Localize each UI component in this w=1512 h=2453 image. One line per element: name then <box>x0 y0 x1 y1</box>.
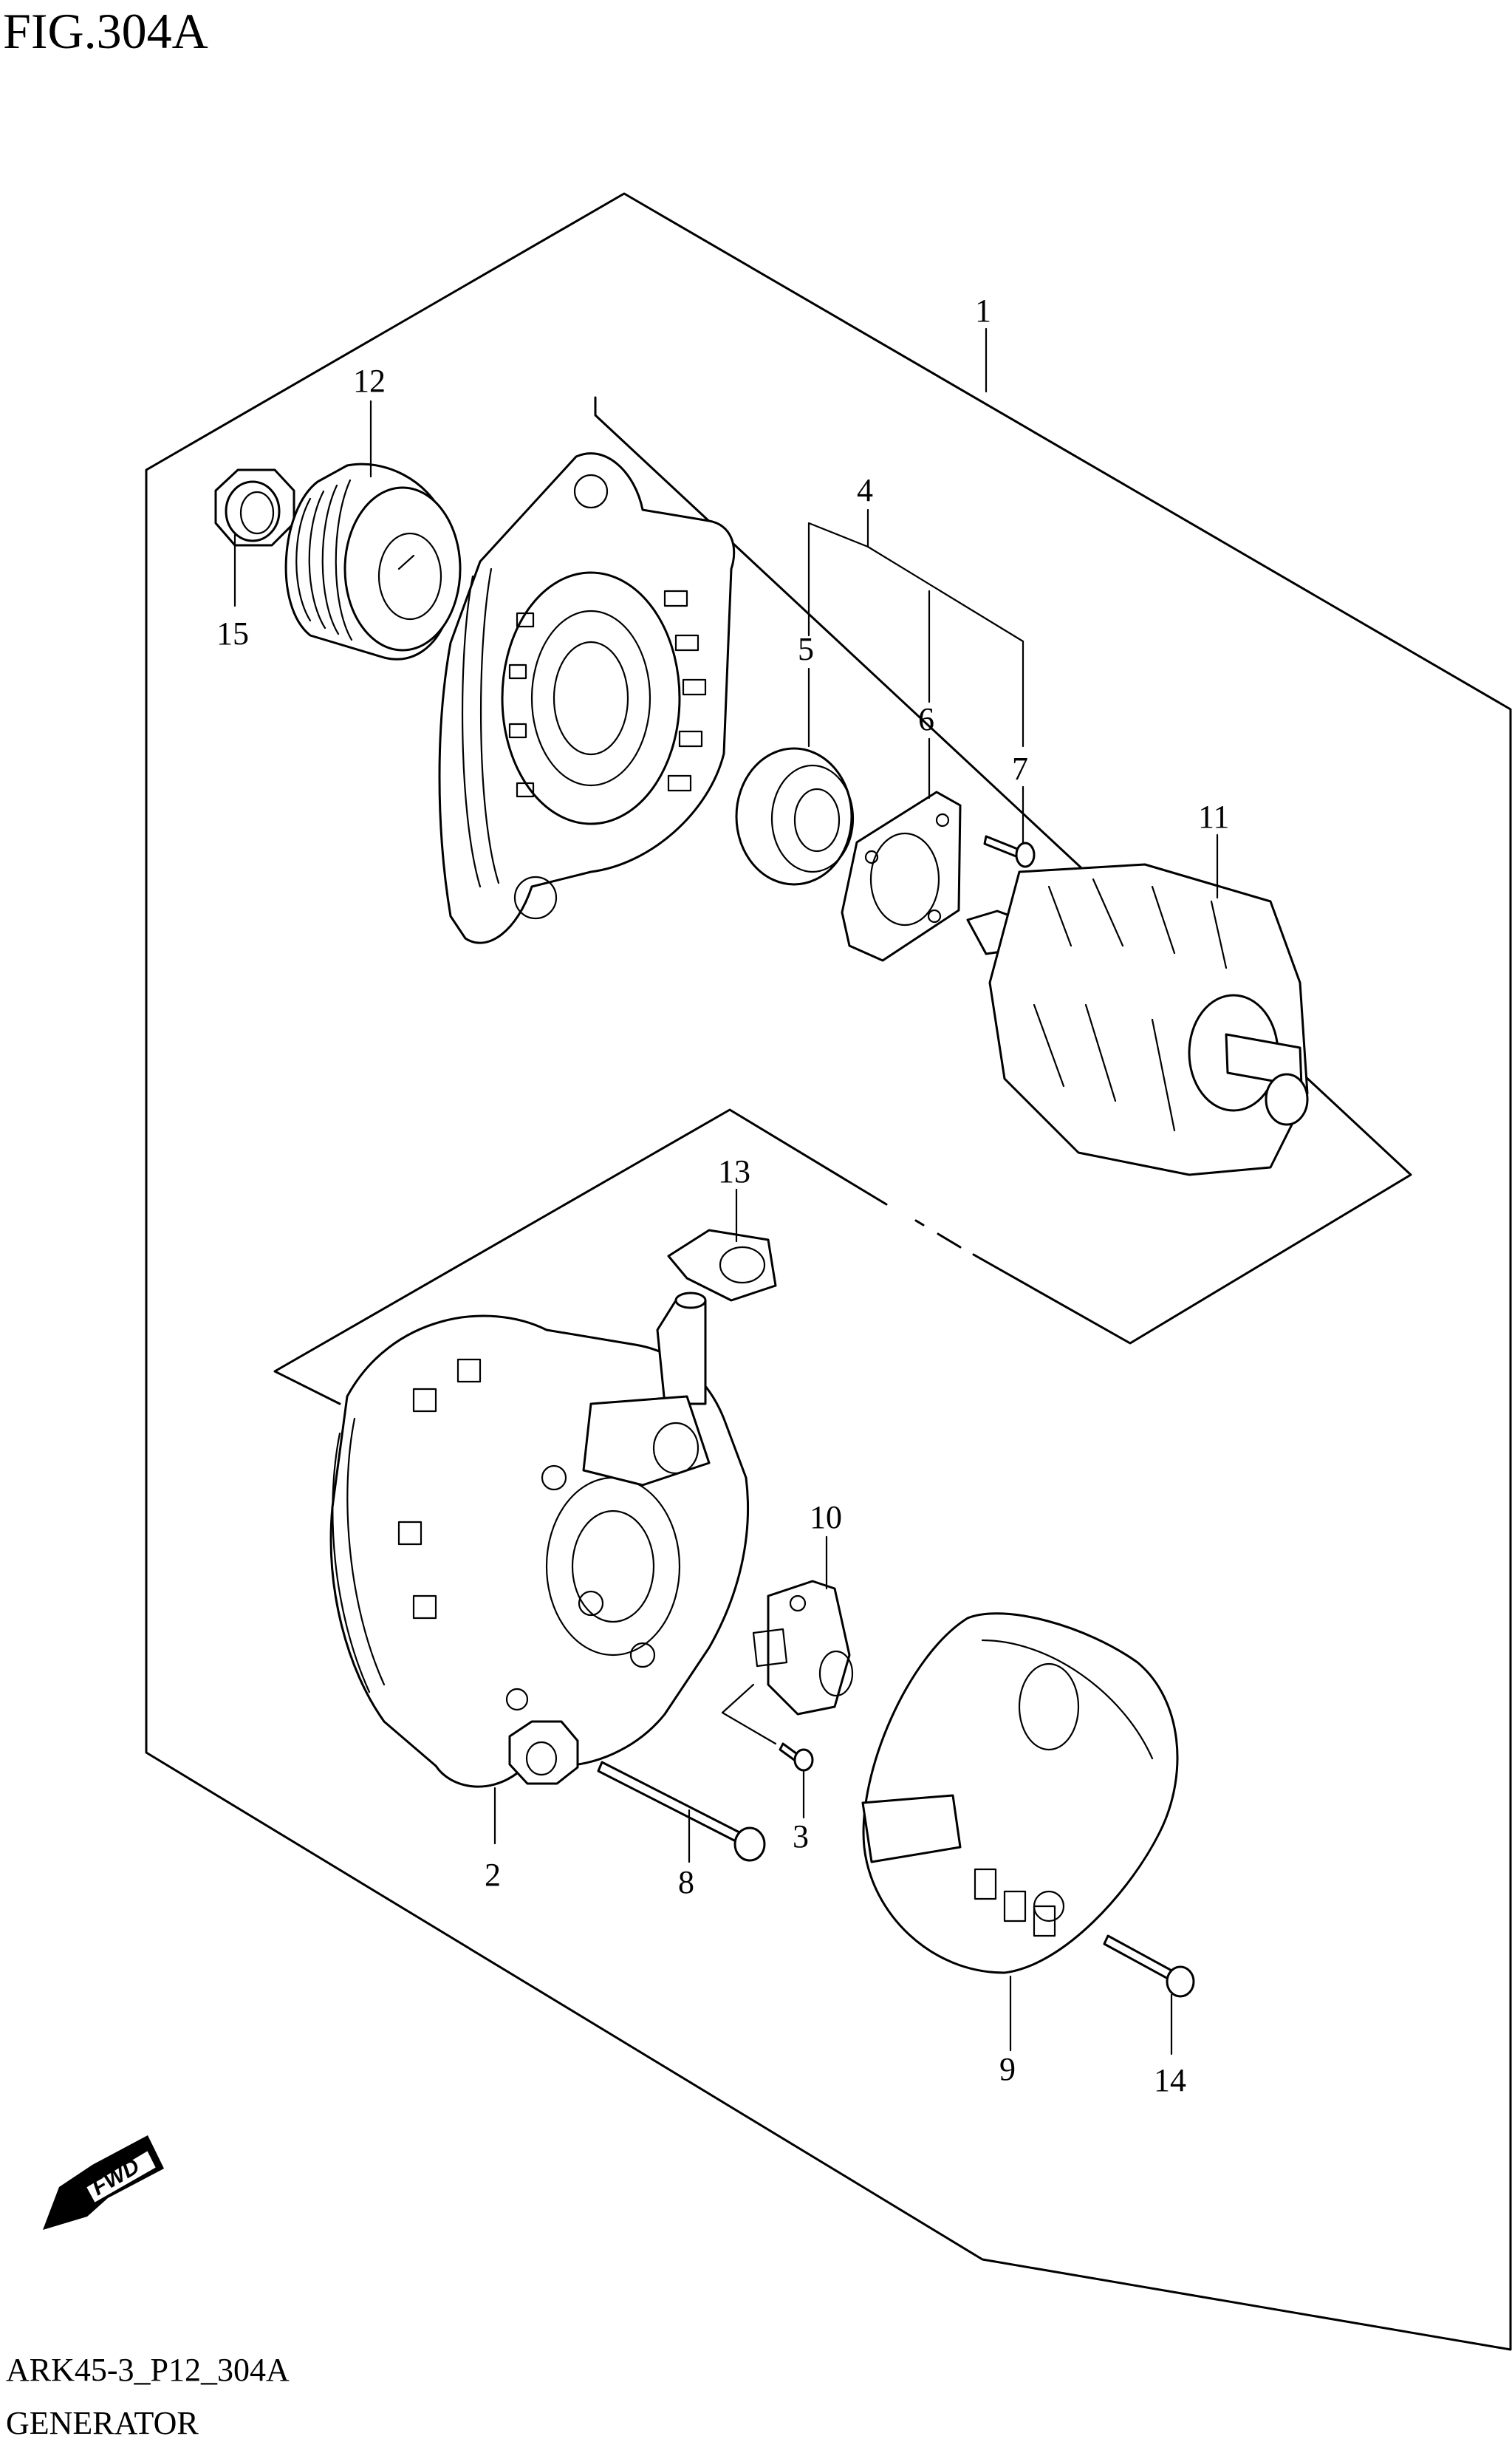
callout-14: 14 <box>1154 2062 1186 2098</box>
regulator-part-10 <box>752 1580 854 1716</box>
screw-part-3 <box>779 1742 814 1772</box>
callout-13: 13 <box>718 1153 750 1190</box>
assembly-outline <box>145 192 1512 2351</box>
rear-frame-part-2 <box>329 1292 750 1788</box>
leader-lines <box>233 327 1219 2055</box>
callout-7: 7 <box>1012 751 1028 787</box>
callout-1: 1 <box>975 293 991 329</box>
screw-part-14 <box>1103 1934 1195 1998</box>
callout-10: 10 <box>810 1499 842 1535</box>
callout-4: 4 <box>857 472 873 508</box>
callout-6: 6 <box>918 701 934 737</box>
rear-cover-part-9 <box>861 1612 1179 1974</box>
figure-title: FIG.304A <box>3 3 208 59</box>
brush-holder-part-13 <box>667 1229 777 1302</box>
fwd-arrow-icon: FWD <box>43 2135 164 2230</box>
drawing-code: ARK45-3_P12_304A <box>6 2352 290 2388</box>
rotor-part-11 <box>966 863 1309 1176</box>
drive-end-frame <box>438 452 736 944</box>
through-bolt-part-8 <box>597 1761 766 1862</box>
callout-2: 2 <box>485 1857 501 1893</box>
callout-12: 12 <box>353 363 386 399</box>
retainer-plate-part-6 <box>841 791 962 962</box>
callout-8: 8 <box>678 1864 694 1900</box>
upper-bracket <box>594 396 1412 1345</box>
callout-5: 5 <box>798 631 814 667</box>
pulley-part-12 <box>284 463 462 661</box>
callout-3: 3 <box>793 1818 809 1855</box>
screw-part-7 <box>983 835 1036 868</box>
callout-15: 15 <box>216 615 249 652</box>
upper-bracket-dash <box>937 1232 962 1249</box>
bracket-part-3 <box>721 1683 777 1745</box>
upper-bracket-dash-2 <box>914 1219 925 1226</box>
bearing-part-5 <box>735 747 855 886</box>
nut-part-15 <box>214 468 295 547</box>
callout-9: 9 <box>999 2051 1016 2087</box>
assembly-name: GENERATOR <box>6 2405 199 2441</box>
lower-bracket <box>273 1108 888 1405</box>
callout-11: 11 <box>1198 799 1229 835</box>
